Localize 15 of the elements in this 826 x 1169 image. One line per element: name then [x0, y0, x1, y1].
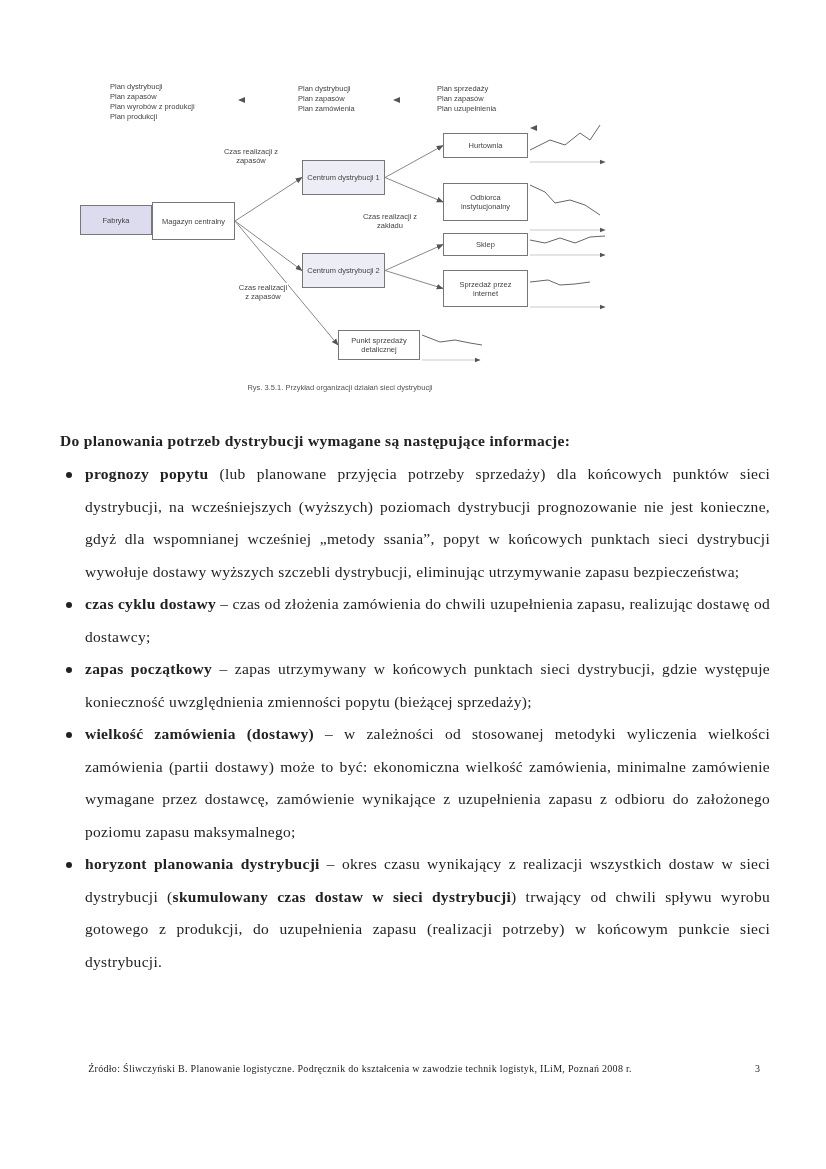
arrow [384, 244, 444, 271]
list-item-text: wielkość zamówienia (dostawy) – w zależności od stosowanej metodyki wyliczenia wielkości zamówienia (partii dostawy) może to być: ekonomiczna wielkość zamówienia, minimalne zamówienie wymagane przez dostawcę, zamówienie wynikające z uzupełnienia zapasu z odbioru do założonego poziomu zapasu maksymalnego; [85, 724, 770, 842]
arrow [384, 145, 444, 178]
arrow [384, 177, 444, 203]
list-item-text: czas cyklu dostawy – czas od złożenia zamówienia do chwili uzupełnienia zapasu, realizując dostawę od dostawcy; [85, 594, 770, 647]
list-item-text: zapas początkowy – zapas utrzymywany w końcowych punktach sieci dystrybucji, gdzie występuje konieczność uwzględnienia zmienności popytu (bieżącej sprzedaży); [85, 659, 770, 712]
list-item-text: prognozy popytu (lub planowane przyjęcia potrzeby sprzedaży) dla końcowych punktów sieci dystrybucji, na wcześniejszych (wyższych) poziomach dystrybucji prognozowanie nie jest konieczne, gdyż dla wspomnianej wcześniej „metody ssania”, popyt w końcowych punktach sieci dystrybucji wywołuje dostawy wyższych szczebli dystrybucji, eliminując utrzymywanie zapasu bezpieczeństwa; [85, 464, 770, 582]
source-note: Źródło: Śliwczyński B. Planowanie logistyczne. Podręcznik do kształcenia w zawodzie technik logistyk, ILiM, Poznań 2008 r. [87, 1062, 633, 1076]
arrow [234, 220, 339, 346]
arrow [234, 177, 303, 222]
page-number: 3 [755, 1062, 762, 1076]
list-item-text: horyzont planowania dystrybucji – okres czasu wynikający z realizacji wszystkich dostaw w sieci dystrybucji (skumulowany czas dostaw w sieci dystrybucji) trwający od chwili spływu wyrobu gotowego z produkcji, do uzupełnienia zapasu (realizacji potrzeby) w końcowym punkcie sieci dystrybucji. [85, 854, 770, 972]
section-heading: Do planowania potrzeb dystrybucji wymagane są następujące informacje: [60, 431, 572, 451]
arrow [234, 220, 303, 271]
arrow [384, 270, 444, 290]
